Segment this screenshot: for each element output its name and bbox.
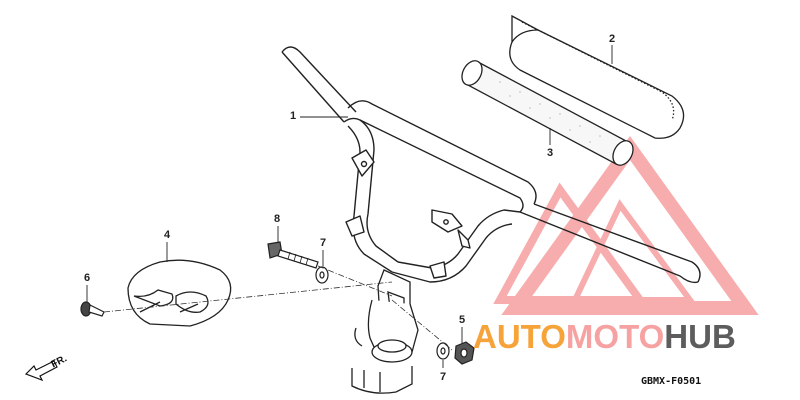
watermark-word-auto: AUTO bbox=[473, 318, 566, 355]
callout-4: 4 bbox=[164, 229, 171, 241]
leader-lines bbox=[86, 45, 613, 368]
steering-stem bbox=[351, 269, 419, 394]
callout-1: 1 bbox=[290, 110, 297, 122]
callout-7-lower: 7 bbox=[440, 371, 447, 383]
callout-5: 5 bbox=[459, 314, 466, 326]
callout-7-upper: 7 bbox=[320, 237, 327, 249]
washer-lower bbox=[436, 342, 450, 360]
pad-cover bbox=[509, 14, 685, 139]
callout-2: 2 bbox=[609, 33, 616, 45]
watermark-word-hub: HUB bbox=[664, 318, 736, 355]
upper-cover bbox=[127, 259, 232, 327]
callout-3: 3 bbox=[547, 147, 554, 159]
callout-8: 8 bbox=[274, 213, 281, 225]
handlebar bbox=[281, 46, 701, 284]
screw bbox=[80, 301, 105, 317]
assembly-lines bbox=[103, 265, 453, 351]
bolt bbox=[267, 241, 319, 269]
drawing-code: GBMX-F0501 bbox=[641, 376, 702, 387]
front-arrow-icon bbox=[24, 360, 58, 382]
watermark-logo-icon bbox=[493, 136, 759, 315]
nut bbox=[454, 341, 475, 365]
watermark-word-moto: MOTO bbox=[565, 318, 665, 355]
callout-6: 6 bbox=[84, 272, 91, 284]
watermark-wordmark: AUTOMOTOHUB bbox=[473, 320, 736, 353]
handlebar-pad bbox=[461, 60, 634, 166]
washer-upper bbox=[315, 266, 329, 284]
